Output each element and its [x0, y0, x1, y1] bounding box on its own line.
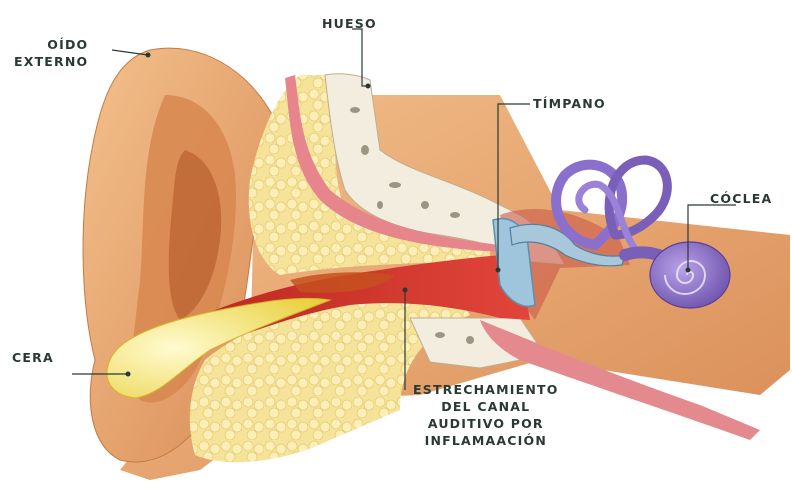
label-hueso: HUESO [322, 15, 377, 32]
label-timpano: TÍMPANO [533, 95, 606, 112]
label-oido-externo: OÍDO EXTERNO [14, 36, 88, 70]
label-estrechamiento-line3: AUDITIVO POR [413, 415, 559, 432]
label-estrechamiento-line2: DEL CANAL [413, 398, 559, 415]
label-coclea-text: CÓCLEA [710, 191, 772, 206]
label-estrechamiento-line4: INFLAMAACIÓN [413, 432, 559, 449]
label-oido-externo-line1: OÍDO [14, 36, 88, 53]
label-estrechamiento: ESTRECHAMIENTO DEL CANAL AUDITIVO POR IN… [413, 381, 559, 449]
label-timpano-text: TÍMPANO [533, 96, 606, 111]
label-estrechamiento-line1: ESTRECHAMIENTO [413, 381, 559, 398]
label-hueso-text: HUESO [322, 16, 377, 31]
cochlea [650, 242, 730, 308]
label-cera: CERA [12, 349, 54, 366]
label-cera-text: CERA [12, 350, 54, 365]
label-coclea: CÓCLEA [710, 190, 772, 207]
label-oido-externo-line2: EXTERNO [14, 53, 88, 70]
